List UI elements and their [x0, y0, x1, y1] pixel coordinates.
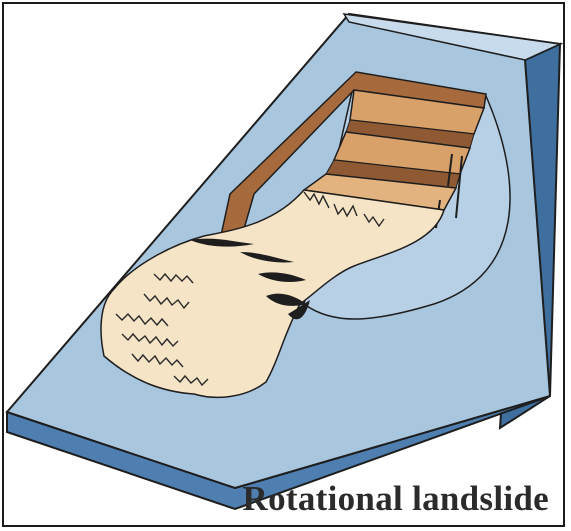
figure-frame: Rotational landslide — [2, 2, 565, 527]
diagram-caption: Rotational landslide — [243, 479, 549, 519]
rotational-landslide-diagram — [4, 4, 563, 525]
